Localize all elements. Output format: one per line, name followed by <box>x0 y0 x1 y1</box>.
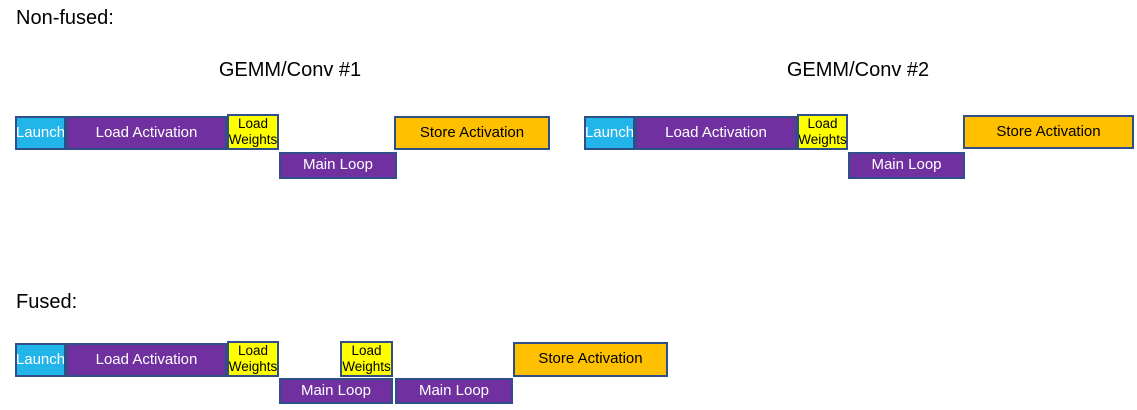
nf2-main-loop-block: Main Loop <box>848 152 965 179</box>
fused-store-activation-block: Store Activation <box>513 342 668 377</box>
fused-main-loop-1-block: Main Loop <box>279 378 393 404</box>
nf2-load-weights-block: Load Weights <box>797 114 848 150</box>
gemm1-title: GEMM/Conv #1 <box>218 59 362 81</box>
nf1-main-loop-block: Main Loop <box>279 152 397 179</box>
nf1-store-activation-block: Store Activation <box>394 116 550 150</box>
nf2-store-activation-block: Store Activation <box>963 115 1134 149</box>
nf1-launch-block: Launch <box>15 116 66 150</box>
non-fused-heading: Non-fused: <box>16 7 114 29</box>
fused-launch-block: Launch <box>15 343 66 377</box>
fused-load-weights-1-block: Load Weights <box>227 341 279 377</box>
nf1-load-activation-block: Load Activation <box>66 116 227 150</box>
gemm2-title: GEMM/Conv #2 <box>786 59 930 81</box>
nf1-load-weights-block: Load Weights <box>227 114 279 150</box>
nf2-load-activation-block: Load Activation <box>635 116 797 150</box>
fused-main-loop-2-block: Main Loop <box>395 378 513 404</box>
fused-load-weights-2-block: Load Weights <box>340 341 393 377</box>
fused-load-activation-block: Load Activation <box>66 343 227 377</box>
fused-heading: Fused: <box>16 291 78 313</box>
nf2-launch-block: Launch <box>584 116 635 150</box>
